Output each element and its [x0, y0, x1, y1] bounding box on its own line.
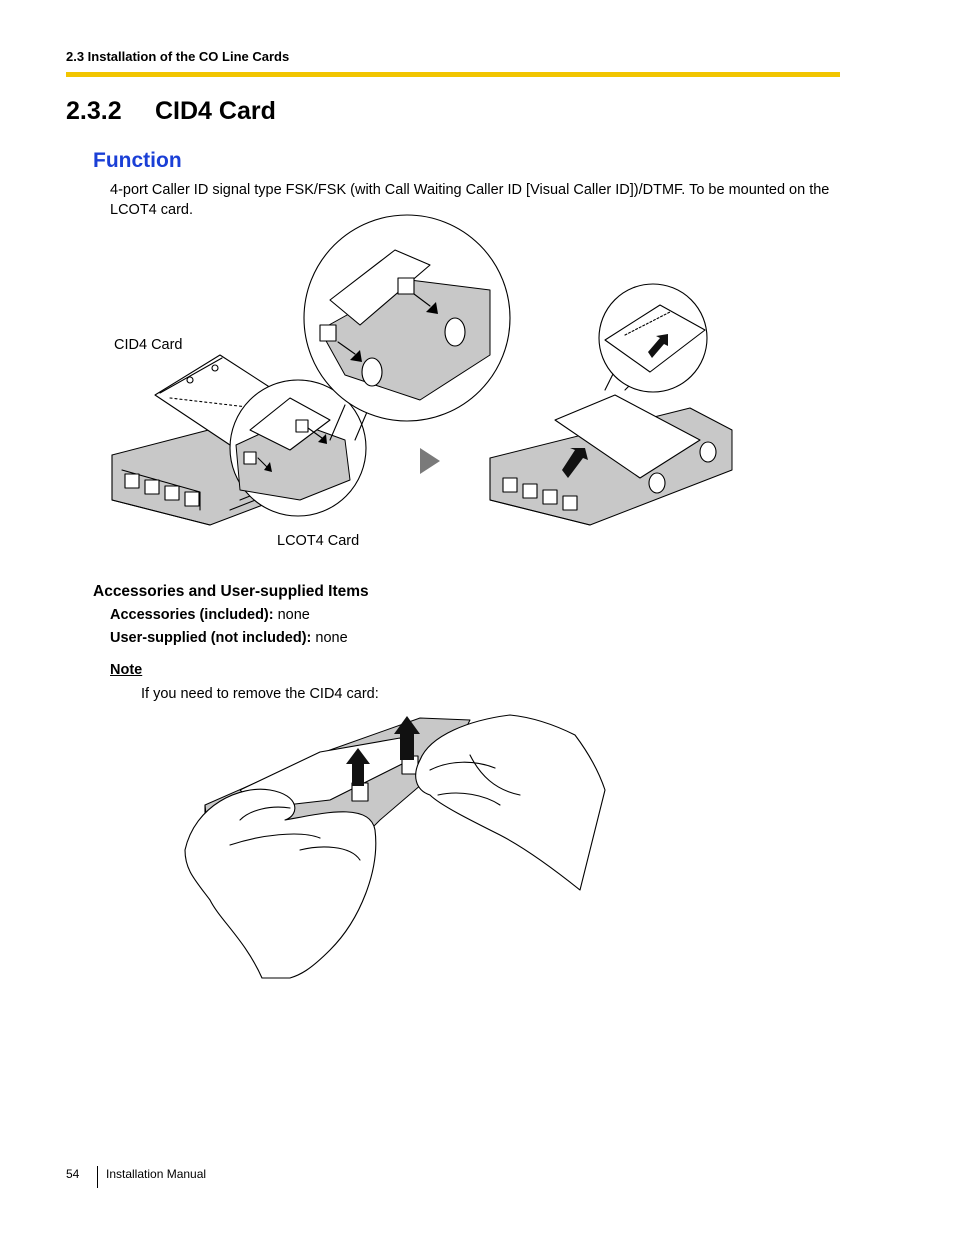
accessories-included-label: Accessories (included): [110, 607, 274, 623]
function-description: 4-port Caller ID signal type FSK/FSK (wi… [110, 182, 830, 218]
cid4-card-label: CID4 Card [114, 337, 183, 353]
cid4-card-drawing [154, 354, 306, 456]
removal-illustration [184, 714, 606, 979]
accessories-included: Accessories (included): none [110, 607, 310, 623]
lcot4-card-label: LCOT4 Card [277, 533, 360, 549]
user-supplied-label: User-supplied (not included): [110, 630, 312, 646]
header-rule [66, 72, 840, 77]
lift-arrow-left-icon [346, 748, 370, 786]
accessories-included-value: none [277, 607, 310, 623]
user-supplied-items: User-supplied (not included): none [110, 630, 348, 646]
push-down-arrow-icon [562, 448, 588, 478]
footer-divider [97, 1166, 98, 1188]
running-header: 2.3 Installation of the CO Line Cards [66, 49, 290, 64]
lift-arrow-right-icon [394, 716, 420, 760]
next-step-arrow-icon [420, 448, 440, 474]
accessories-heading: Accessories and User-supplied Items [93, 583, 369, 600]
removal-figure [0, 700, 954, 1000]
section-name: CID4 Card [155, 97, 276, 125]
note-label: Note [110, 662, 143, 678]
note-text: If you need to remove the CID4 card: [141, 686, 379, 702]
section-number: 2.3.2 [66, 97, 122, 125]
footer-doc-title: Installation Manual [106, 1167, 207, 1181]
lcot4-card-drawing [111, 404, 356, 526]
installation-figure [0, 0, 954, 560]
lcot4-with-cid4-drawing [489, 394, 733, 526]
user-supplied-value: none [315, 630, 348, 646]
page-number: 54 [66, 1167, 80, 1181]
installation-illustration [111, 214, 733, 526]
section-title: 2.3.2 CID4 Card [66, 97, 276, 126]
function-heading: Function [93, 149, 182, 172]
